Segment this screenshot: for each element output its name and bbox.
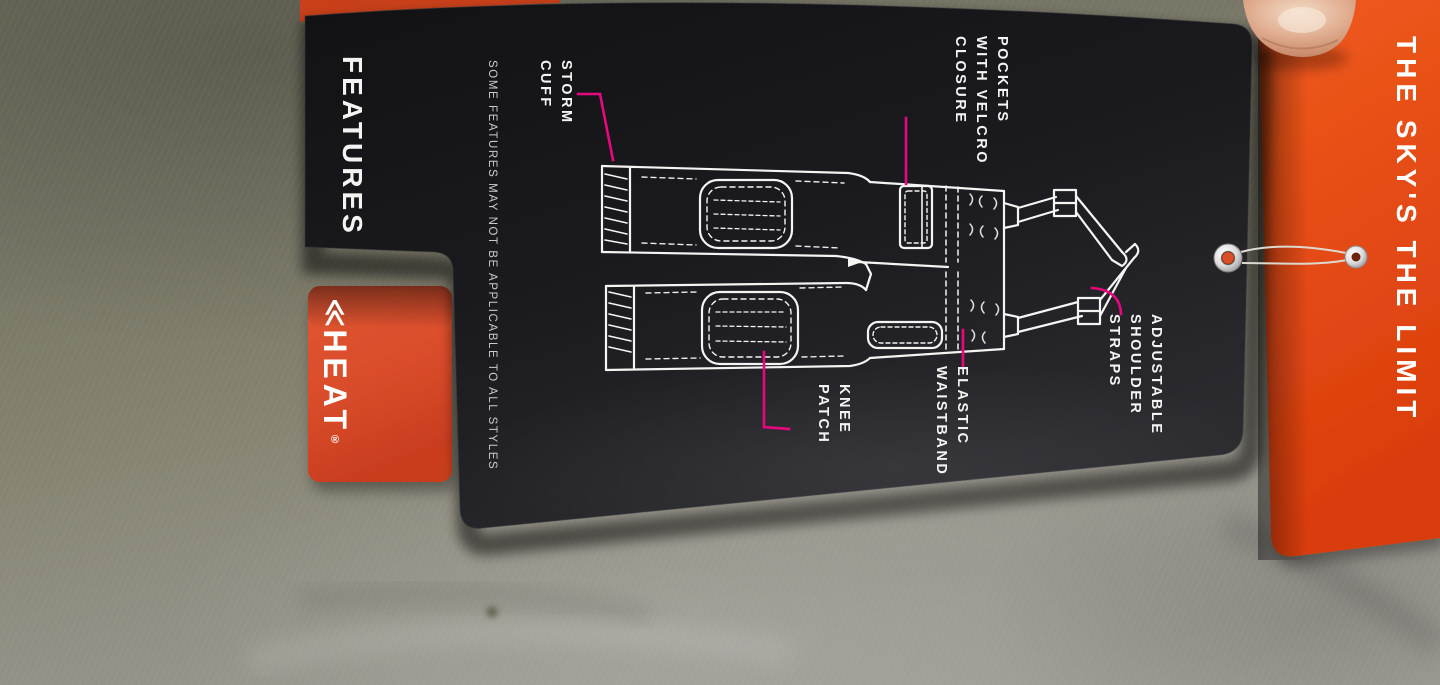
- features-title: FEATURES: [337, 56, 368, 237]
- callout-lines: [576, 92, 1123, 431]
- string: [1240, 245, 1348, 265]
- fabric-spot: [486, 606, 498, 618]
- black-tag-grommet: [1213, 243, 1243, 273]
- callout-elastic-waistband: ELASTIC WAISTBAND: [932, 366, 970, 477]
- callout-shoulder-straps: ADJUSTABLE SHOULDER STRAPS: [1105, 314, 1164, 436]
- callout-storm-cuff: STORM CUFF: [536, 60, 574, 125]
- kheat-brand-name: HEAT: [317, 329, 353, 435]
- registered-mark: ®: [329, 434, 341, 447]
- knee-patch-callout-line: [762, 350, 791, 431]
- kheat-tag: [308, 286, 452, 482]
- straps-callout-line: [1090, 286, 1123, 316]
- callout-velcro-pockets: POCKETS WITH VELCRO CLOSURE: [951, 36, 1010, 165]
- orange-tag-grommet: [1344, 245, 1368, 269]
- bib-overalls-diagram: [600, 164, 1140, 372]
- fabric-creases: [247, 510, 1440, 673]
- storm-cuff-callout-line: [576, 92, 615, 162]
- finger: [1243, 0, 1356, 57]
- kheat-brand-logo: ≪HEAT®: [316, 298, 353, 446]
- features-disclaimer: SOME FEATURES MAY NOT BE APPLICABLE TO A…: [486, 60, 498, 471]
- callout-knee-patch: KNEE PATCH: [814, 384, 852, 445]
- black-features-tag: [304, 2, 1300, 578]
- shadow-on-kheat-tag: [308, 286, 452, 328]
- kheat-logo-mark: ≪: [320, 298, 351, 330]
- tagline-text: THE SKY'S THE LIMIT: [1391, 36, 1422, 423]
